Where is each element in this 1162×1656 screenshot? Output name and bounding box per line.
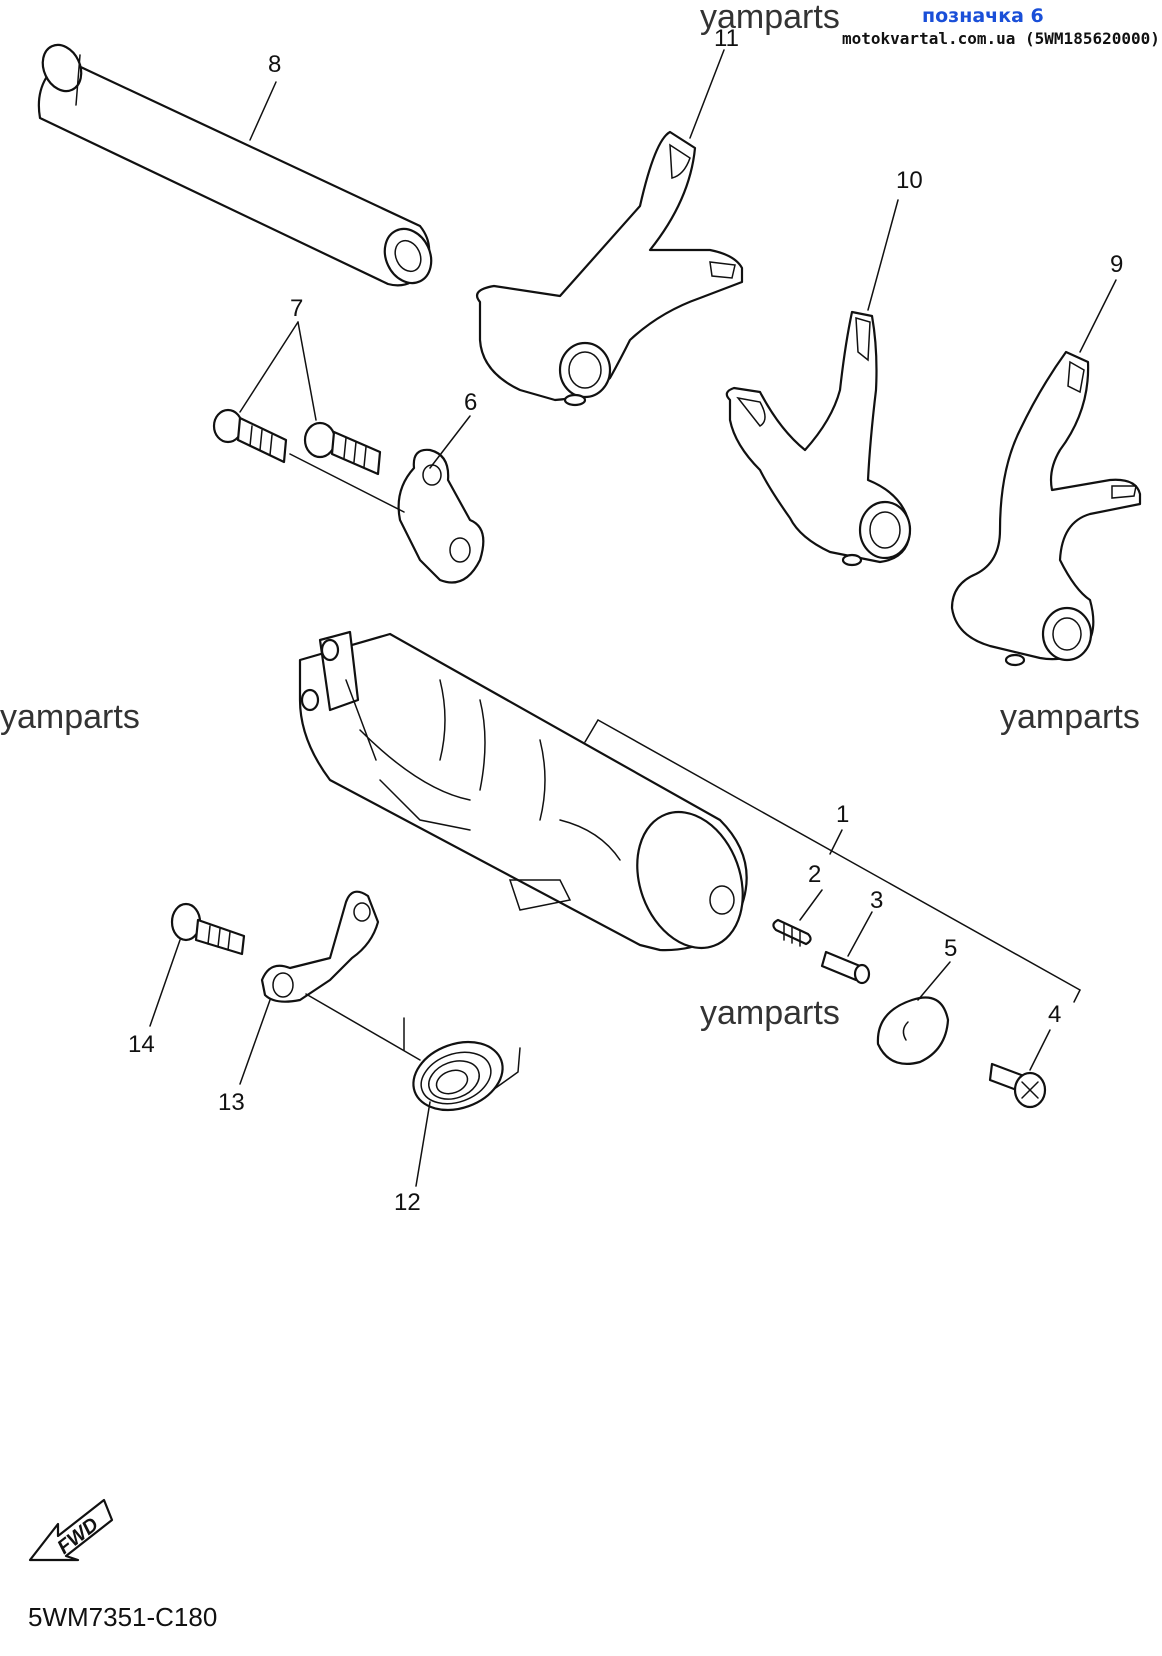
part-14-bolt — [170, 902, 246, 956]
part-9-shift-fork — [950, 350, 1142, 667]
callout-5: 5 — [944, 935, 957, 962]
part-6-stopper-plate — [289, 448, 485, 584]
part-7-screws — [212, 321, 382, 476]
callout-4: 4 — [1048, 1001, 1061, 1028]
part-4-screw — [988, 1062, 1047, 1109]
watermark-top: yamparts — [700, 0, 840, 36]
callout-7: 7 — [290, 295, 303, 322]
watermark-left: yamparts — [0, 698, 140, 736]
part-badge: позначка 6 — [922, 5, 1044, 27]
callout-1: 1 — [836, 801, 849, 828]
part-3-pin — [820, 950, 871, 985]
part-12-torsion-spring — [305, 993, 521, 1112]
part-2-spring — [772, 918, 812, 947]
callout-11: 11 — [714, 25, 739, 52]
callout-14: 14 — [128, 1031, 155, 1058]
part-8-guide-bar — [37, 43, 433, 287]
leader-lines — [149, 49, 1117, 1187]
part-11-shift-fork — [476, 130, 744, 407]
callout-13: 13 — [218, 1089, 245, 1116]
source-reference: motokvartal.com.ua (5WM185620000) — [842, 29, 1160, 48]
callout-2: 2 — [808, 861, 821, 888]
part-13-stopper-lever — [260, 890, 380, 1003]
callout-6: 6 — [464, 389, 477, 416]
part-5-segment — [876, 996, 950, 1065]
watermark-right: yamparts — [1000, 698, 1140, 736]
part-1-shift-drum — [298, 630, 1081, 1003]
callout-10: 10 — [896, 167, 923, 194]
fwd-arrow-icon: FWD — [28, 1498, 114, 1562]
callout-12: 12 — [394, 1189, 421, 1216]
callout-8: 8 — [268, 51, 281, 78]
callout-3: 3 — [870, 887, 883, 914]
part-10-shift-fork — [725, 310, 912, 567]
callout-9: 9 — [1110, 251, 1123, 278]
watermark-center: yamparts — [700, 994, 840, 1032]
diagram-code: 5WM7351-C180 — [28, 1602, 217, 1632]
